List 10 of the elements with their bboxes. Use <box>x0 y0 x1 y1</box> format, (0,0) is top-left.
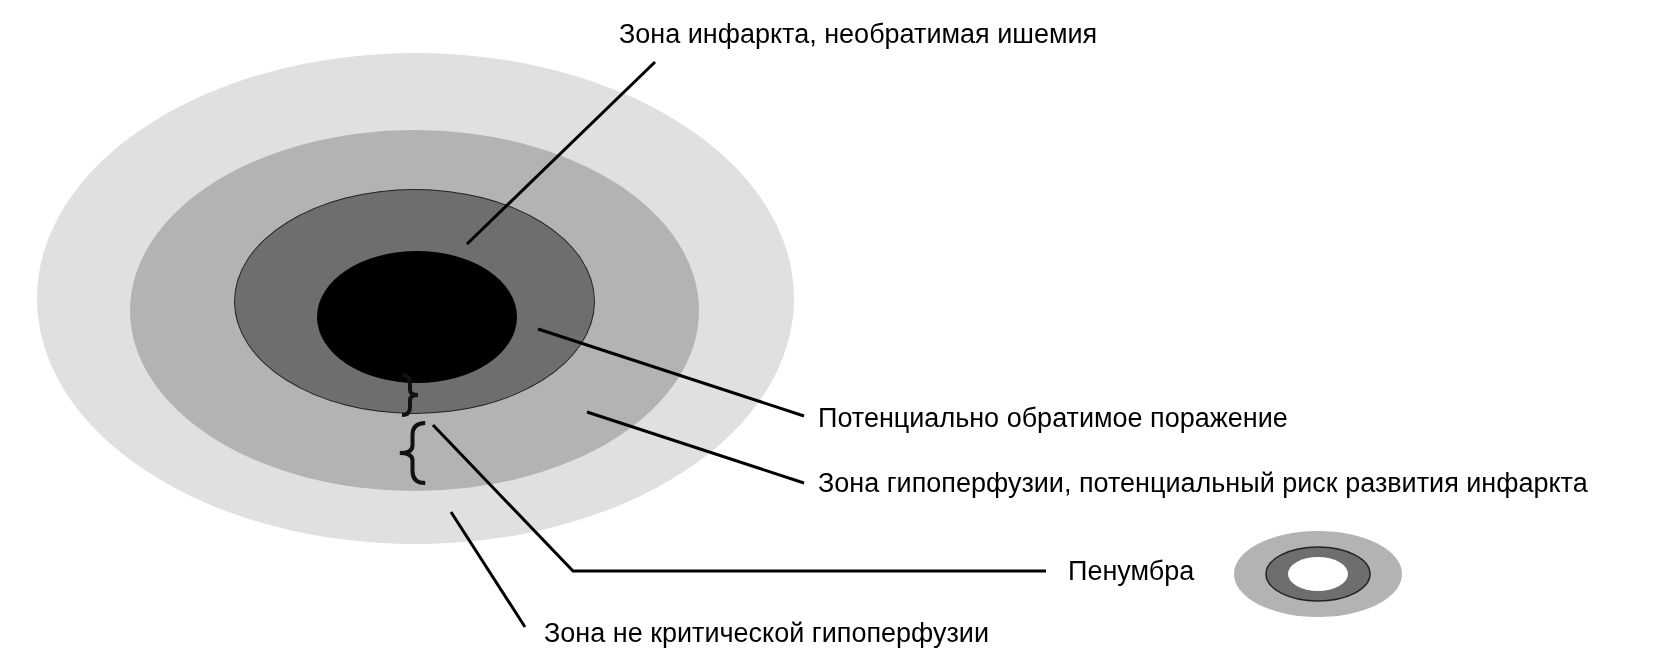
leader-line <box>537 327 805 418</box>
leader-line <box>586 410 805 485</box>
leader-line <box>465 60 657 246</box>
zone-label: Зона инфаркта, необратимая ишемия <box>619 18 1098 50</box>
zone-label: Пенумбра <box>1068 555 1195 587</box>
zone-label: Зона не критической гипоперфузии <box>544 617 989 649</box>
leader-line <box>449 511 527 628</box>
zone-label: Потенциально обратимое поражение <box>818 402 1288 434</box>
zone-label: Зона гипоперфузии, потенциальный риск развития инфаркта <box>818 467 1588 499</box>
brace <box>399 373 421 417</box>
